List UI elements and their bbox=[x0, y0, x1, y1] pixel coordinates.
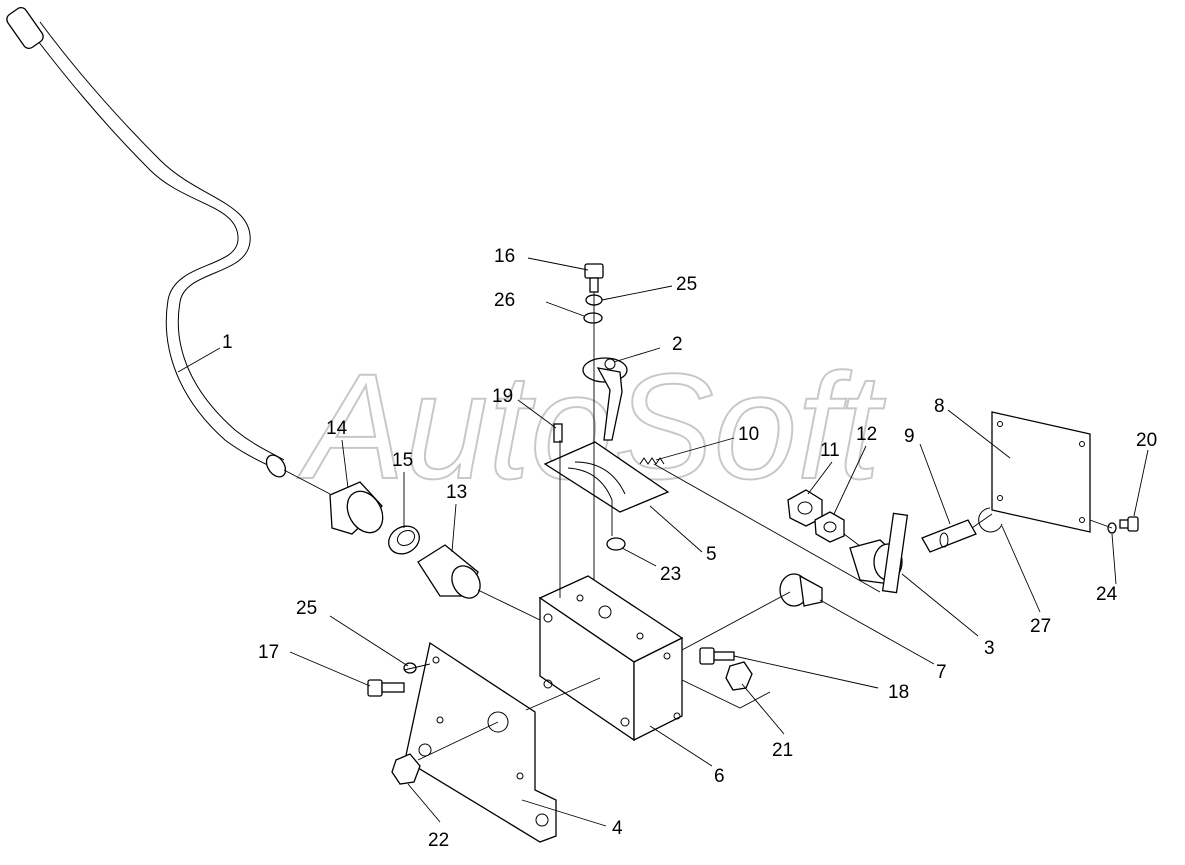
part-26-washer bbox=[583, 312, 603, 324]
label-11: 11 bbox=[820, 440, 840, 461]
label-20: 20 bbox=[1136, 430, 1157, 451]
assembly-lines bbox=[283, 292, 1113, 761]
label-15: 15 bbox=[392, 450, 413, 471]
part-16-bolt bbox=[584, 263, 604, 293]
label-27: 27 bbox=[1030, 616, 1051, 637]
label-13: 13 bbox=[446, 482, 467, 503]
label-2: 2 bbox=[672, 334, 683, 355]
label-6: 6 bbox=[714, 766, 725, 787]
label-19: 19 bbox=[492, 386, 513, 407]
label-4: 4 bbox=[612, 818, 623, 839]
part-7-bushing bbox=[779, 573, 823, 607]
part-4-mounting-plate bbox=[404, 641, 557, 843]
label-22: 22 bbox=[428, 830, 449, 851]
label-7: 7 bbox=[936, 662, 947, 683]
label-1: 1 bbox=[222, 332, 233, 353]
label-8: 8 bbox=[934, 396, 945, 417]
label-5: 5 bbox=[706, 544, 717, 565]
label-18: 18 bbox=[888, 682, 909, 703]
part-10-spring bbox=[639, 457, 665, 465]
part-14-union-nut bbox=[329, 481, 384, 535]
label-12: 12 bbox=[856, 424, 877, 445]
label-3: 3 bbox=[984, 638, 995, 659]
part-6-valve-block bbox=[538, 575, 684, 742]
label-25a: 25 bbox=[676, 274, 697, 295]
part-27-circlip bbox=[978, 507, 1003, 533]
part-12-nut bbox=[814, 511, 845, 543]
part-18-bolt bbox=[699, 647, 735, 665]
part-17-bolt bbox=[367, 679, 405, 697]
part-8-cover-plate bbox=[991, 411, 1091, 533]
callout-labels: 1 2 3 4 5 6 7 8 9 10 11 12 13 14 15 16 1… bbox=[222, 246, 1157, 851]
part-9-shaft bbox=[921, 519, 977, 553]
part-3-lever-body bbox=[849, 512, 909, 594]
label-25b: 25 bbox=[296, 598, 317, 619]
part-13-fitting bbox=[417, 544, 481, 599]
part-22-nut bbox=[391, 753, 421, 785]
label-17: 17 bbox=[258, 642, 279, 663]
part-1-cable bbox=[6, 7, 287, 478]
label-24: 24 bbox=[1096, 584, 1118, 605]
part-19-pin bbox=[553, 423, 563, 443]
label-9: 9 bbox=[904, 426, 915, 447]
label-21: 21 bbox=[772, 740, 793, 761]
part-5-sector-plate bbox=[543, 441, 670, 513]
part-21-nut bbox=[725, 661, 753, 691]
part-20-screw bbox=[1119, 516, 1139, 532]
part-15-ring bbox=[388, 525, 420, 555]
leader-lines bbox=[177, 257, 1149, 827]
label-23: 23 bbox=[660, 564, 681, 585]
label-16: 16 bbox=[494, 246, 515, 267]
label-26: 26 bbox=[494, 290, 515, 311]
part-23-o-ring bbox=[606, 537, 626, 551]
label-10: 10 bbox=[738, 424, 759, 445]
label-14: 14 bbox=[326, 418, 348, 439]
